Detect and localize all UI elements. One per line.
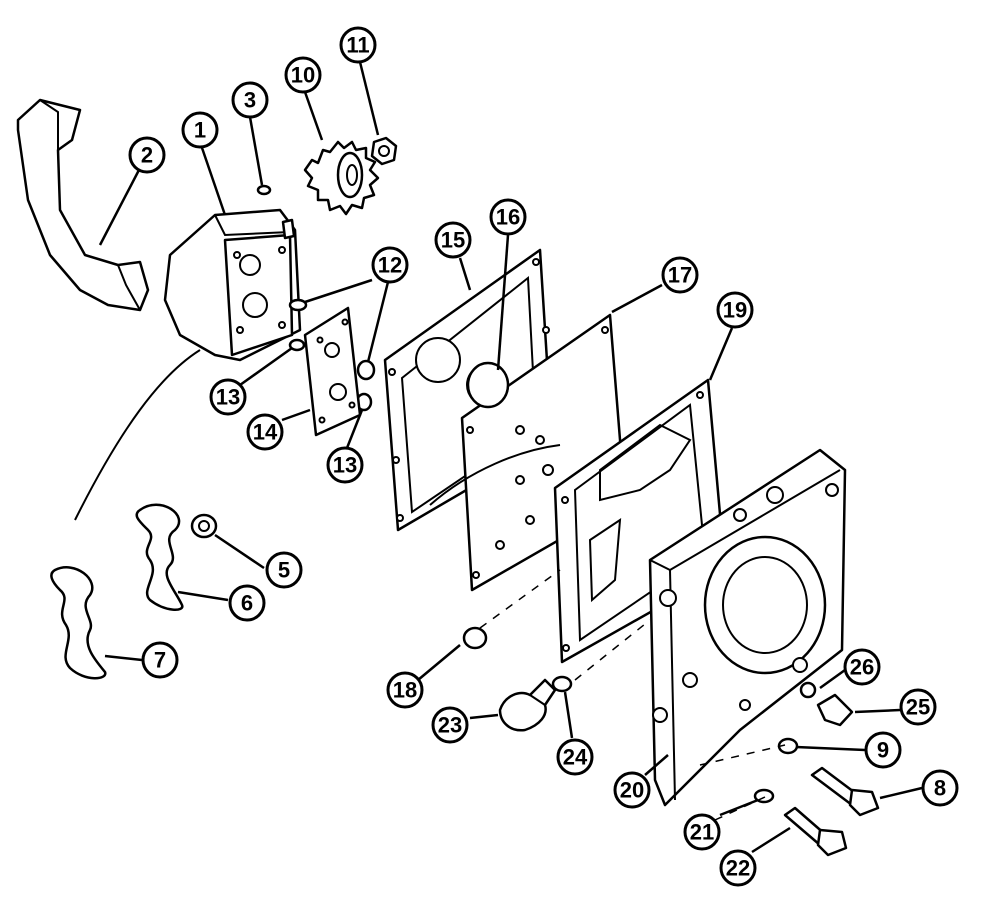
svg-text:12: 12 xyxy=(378,253,402,278)
assembly-curve xyxy=(74,349,201,521)
svg-text:18: 18 xyxy=(393,678,417,703)
callout-25: 25 xyxy=(899,688,937,726)
callout-13-lower: 13 xyxy=(326,446,364,484)
callout-15: 15 xyxy=(434,221,472,259)
svg-text:17: 17 xyxy=(668,263,692,288)
callout-7: 7 xyxy=(141,641,179,679)
svg-text:6: 6 xyxy=(241,591,253,616)
callout-2: 2 xyxy=(128,136,166,174)
part-plate xyxy=(303,306,362,437)
callout-21: 21 xyxy=(683,813,721,851)
svg-text:21: 21 xyxy=(690,820,714,845)
assembly-curve xyxy=(429,444,561,506)
callout-5: 5 xyxy=(265,551,303,589)
svg-text:24: 24 xyxy=(563,745,588,770)
callout-23: 23 xyxy=(431,706,469,744)
callout-11: 11 xyxy=(339,26,377,64)
part-plug-18 xyxy=(462,626,488,650)
svg-text:9: 9 xyxy=(877,738,889,763)
svg-text:1: 1 xyxy=(194,118,206,143)
part-elbow-23 xyxy=(498,678,557,732)
callout-3: 3 xyxy=(231,81,269,119)
svg-text:19: 19 xyxy=(723,298,747,323)
svg-text:10: 10 xyxy=(291,63,315,88)
callout-20: 20 xyxy=(613,771,651,809)
callout-17: 17 xyxy=(661,256,699,294)
alignment-line xyxy=(479,569,561,629)
callout-9: 9 xyxy=(864,731,902,769)
callout-26: 26 xyxy=(843,648,881,686)
leader-lines xyxy=(98,61,923,854)
part-nut xyxy=(370,136,398,166)
part-gear xyxy=(303,140,380,216)
part-oring-26 xyxy=(799,681,817,699)
callout-10: 10 xyxy=(284,56,322,94)
svg-text:14: 14 xyxy=(253,420,278,445)
svg-text:13: 13 xyxy=(216,385,240,410)
svg-text:3: 3 xyxy=(244,88,256,113)
part-housing xyxy=(648,448,847,807)
part-oring-24 xyxy=(551,675,573,693)
svg-text:13: 13 xyxy=(333,453,357,478)
svg-text:7: 7 xyxy=(154,648,166,673)
callout-14: 14 xyxy=(246,413,284,451)
svg-text:15: 15 xyxy=(441,228,465,253)
svg-text:8: 8 xyxy=(934,776,946,801)
part-bolt-22 xyxy=(783,806,848,857)
svg-text:25: 25 xyxy=(906,695,930,720)
part-bolt-8 xyxy=(810,766,880,817)
part-bracket xyxy=(16,98,150,312)
alignment-line xyxy=(574,619,651,681)
part-seal-7 xyxy=(50,566,107,680)
part-oring-13a xyxy=(288,338,306,352)
svg-text:26: 26 xyxy=(850,655,874,680)
svg-text:22: 22 xyxy=(726,856,750,881)
part-seal-6 xyxy=(135,503,184,611)
callout-19: 19 xyxy=(716,291,754,329)
callout-12: 12 xyxy=(371,246,409,284)
part-pin xyxy=(256,184,272,196)
svg-text:2: 2 xyxy=(141,143,153,168)
svg-text:16: 16 xyxy=(496,205,520,230)
part-washer-5 xyxy=(190,513,218,539)
svg-text:20: 20 xyxy=(620,778,644,803)
callout-1: 1 xyxy=(181,111,219,149)
callout-13-upper: 13 xyxy=(209,378,247,416)
callout-18: 18 xyxy=(386,671,424,709)
part-fitting-25 xyxy=(816,693,854,727)
callout-16: 16 xyxy=(489,198,527,236)
part-pump xyxy=(163,208,302,362)
part-ring-16 xyxy=(466,361,510,409)
part-oring-12a xyxy=(288,298,308,312)
svg-text:23: 23 xyxy=(438,713,462,738)
callout-22: 22 xyxy=(719,849,757,887)
callout-6: 6 xyxy=(228,584,266,622)
svg-text:11: 11 xyxy=(346,33,369,58)
callout-8: 8 xyxy=(921,769,959,807)
part-oring-12b xyxy=(356,359,376,381)
callout-24: 24 xyxy=(556,738,594,776)
svg-text:5: 5 xyxy=(278,558,290,583)
